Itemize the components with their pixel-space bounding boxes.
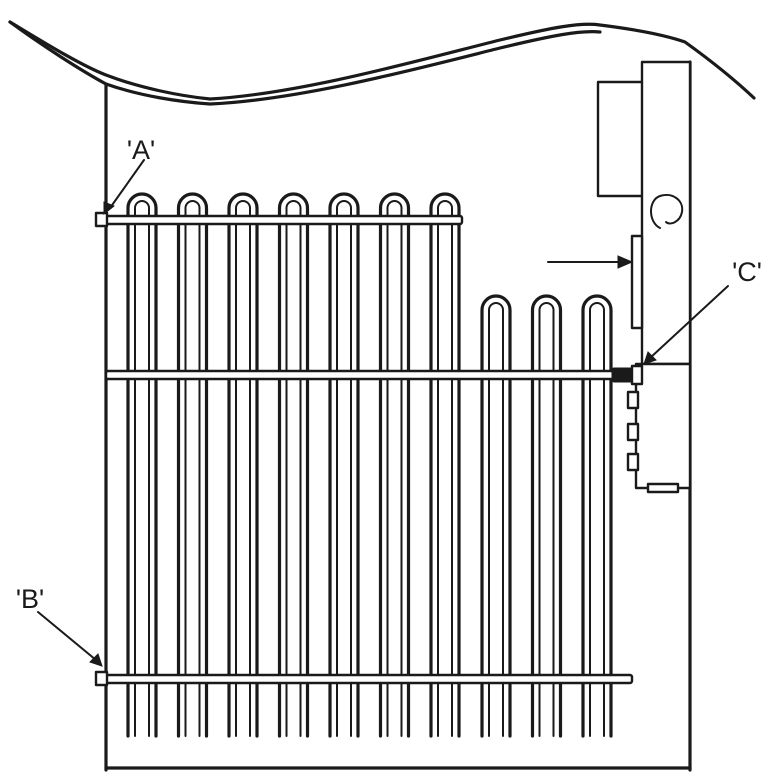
coil-tube-4-inner <box>285 200 302 737</box>
coil-tube-1-inner <box>134 200 150 737</box>
leader-b <box>37 611 97 661</box>
coil-tube-10-inner <box>589 302 605 737</box>
coil-tube-2-inner <box>184 200 201 737</box>
callout-leaders <box>37 159 729 667</box>
coil-tube-6-inner <box>386 200 403 737</box>
direction-arrow <box>547 255 634 269</box>
coil-tube-3-inner <box>235 200 251 737</box>
cabinet-top-wavy-edge <box>8 20 756 101</box>
coil-tube-5-outer <box>328 192 360 738</box>
coil-tube-3-outer <box>227 192 259 738</box>
coil-tube-1-outer <box>126 192 158 738</box>
housing-clip-3 <box>626 452 640 472</box>
housing-clip-2 <box>626 422 640 442</box>
leader-a <box>109 159 145 209</box>
coil-tube-9-outer <box>530 294 563 738</box>
coil-tube-8-inner <box>488 302 504 737</box>
support-bar-top <box>96 214 464 226</box>
coil-tube-7-inner <box>437 200 453 737</box>
coil-tube-6-outer <box>378 192 411 738</box>
coil-tube-5-inner <box>336 200 352 737</box>
support-bar-bottom <box>96 673 634 685</box>
leader-b-head <box>89 653 103 667</box>
side-bracket <box>630 234 644 330</box>
coil-tube-4-outer <box>277 192 310 738</box>
coil-tube-2-outer <box>176 192 209 738</box>
housing-clip-1 <box>626 390 640 410</box>
control-box-assembly <box>596 60 692 494</box>
leader-a-head <box>103 201 115 216</box>
support-bar-middle <box>104 369 636 381</box>
housing-foot <box>646 482 680 494</box>
leader-c <box>649 285 729 359</box>
coil-tube-7-outer <box>429 192 461 738</box>
direction-arrow-head <box>617 255 634 269</box>
cabinet-top-inner-edge <box>8 20 602 106</box>
callout-label-a: 'A' <box>127 135 155 165</box>
fastener-a <box>94 211 109 228</box>
fastener-c-nut <box>630 364 644 386</box>
coil-tubes <box>126 192 613 738</box>
leader-c-head <box>643 351 657 365</box>
fastener-b <box>94 670 109 687</box>
callout-label-b: 'B' <box>16 584 44 614</box>
fasteners <box>94 211 644 687</box>
compressor-housing <box>634 362 692 490</box>
coil-tube-9-inner <box>538 302 555 737</box>
coil-tube-10-outer <box>581 294 613 738</box>
mounting-plate-hook <box>650 194 684 229</box>
coil-tube-8-outer <box>480 294 512 738</box>
callout-label-c: 'C' <box>732 257 762 287</box>
